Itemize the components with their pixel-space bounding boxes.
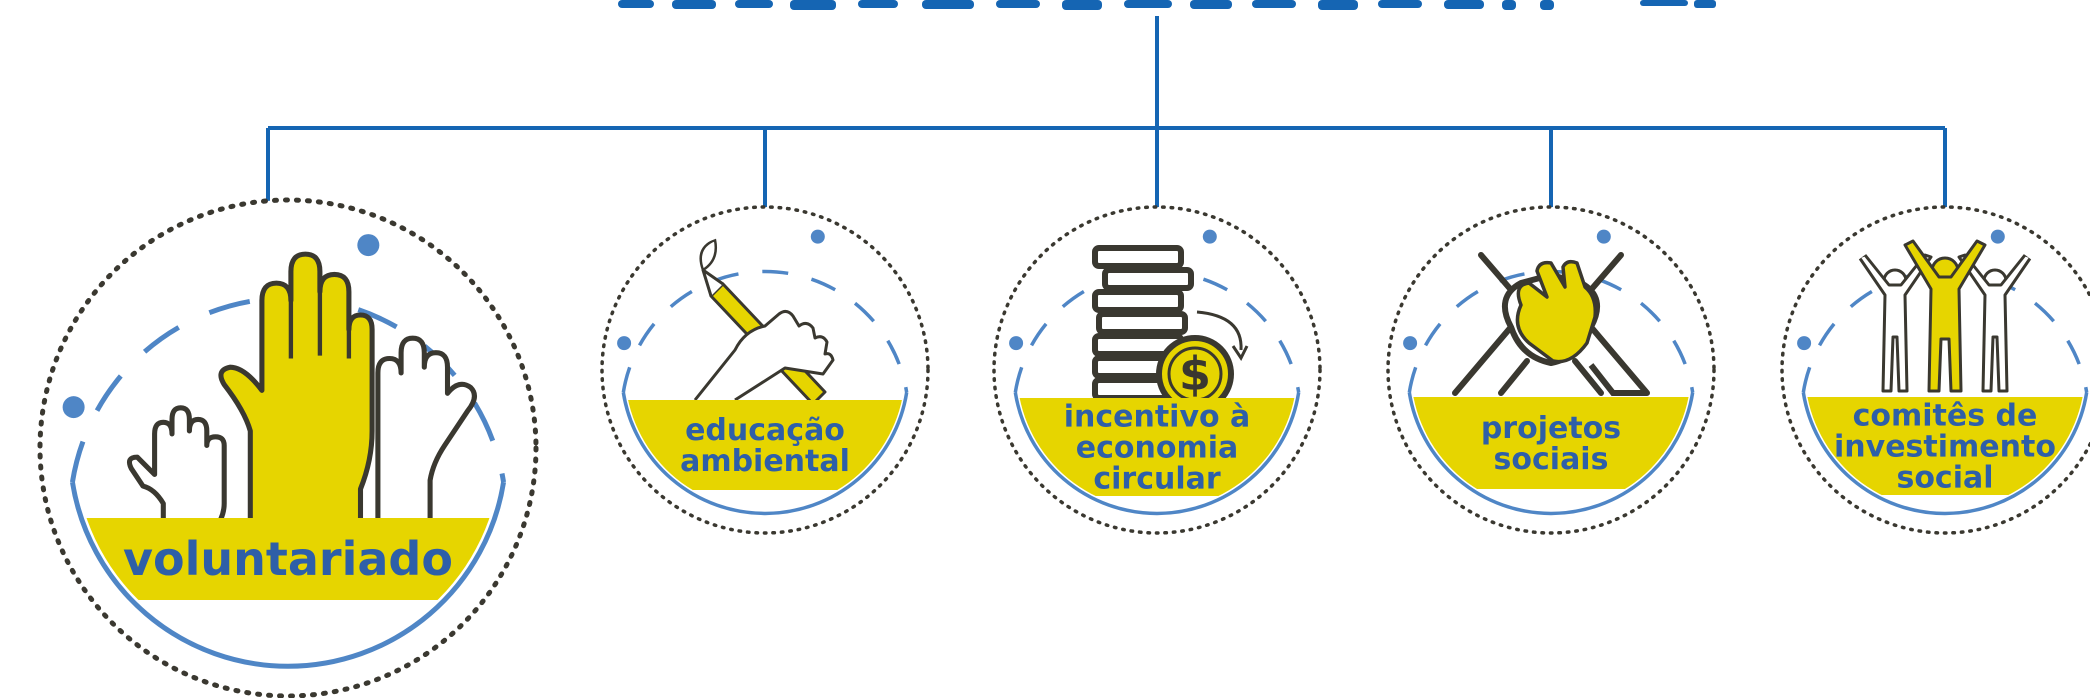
blue-ring-bottom — [621, 392, 909, 516]
ring-dot — [1403, 336, 1418, 351]
label-band — [74, 518, 502, 600]
ring-dot — [1797, 336, 1812, 351]
node-voluntariado: voluntariado — [37, 197, 539, 698]
blue-ring-bottom — [69, 481, 507, 669]
node-label-line: comitês de — [1853, 399, 2038, 434]
node-label-line: projetos — [1481, 411, 1621, 446]
node-label-line: investimento — [1834, 430, 2056, 465]
blue-ring-top — [621, 269, 909, 393]
node-label: voluntariado — [123, 532, 453, 586]
title-fragment — [618, 0, 1716, 10]
node-label-line: voluntariado — [123, 532, 453, 586]
node-label-line: ambiental — [680, 444, 850, 479]
blue-ring-bottom — [1407, 392, 1695, 516]
node-label-line: sociais — [1494, 442, 1609, 477]
ring-dot — [62, 396, 85, 419]
node-label-line: social — [1896, 461, 1993, 496]
connector-tree — [266, 16, 1947, 212]
blue-ring-bottom — [1013, 392, 1301, 516]
joined-hands-icon — [1452, 252, 1650, 396]
ring-dot — [1596, 229, 1611, 244]
ring-dot — [1009, 336, 1024, 351]
ring-dot — [617, 336, 632, 351]
ring-dot — [810, 229, 825, 244]
svg-text:$: $ — [1179, 347, 1211, 401]
node-label-line: incentivo à — [1064, 400, 1251, 435]
cheering-people-icon — [1857, 239, 2033, 393]
node-label-line: circular — [1093, 462, 1221, 497]
node-label-line: economia — [1076, 431, 1239, 466]
blue-ring-bottom — [1801, 392, 2089, 516]
ring-dot — [1990, 229, 2005, 244]
ring-dot — [1202, 229, 1217, 244]
ring-dot — [357, 234, 380, 257]
label-band — [1410, 397, 1692, 489]
node-label-line: educação — [685, 413, 845, 448]
coins-dollar-icon: $ — [1092, 245, 1249, 413]
